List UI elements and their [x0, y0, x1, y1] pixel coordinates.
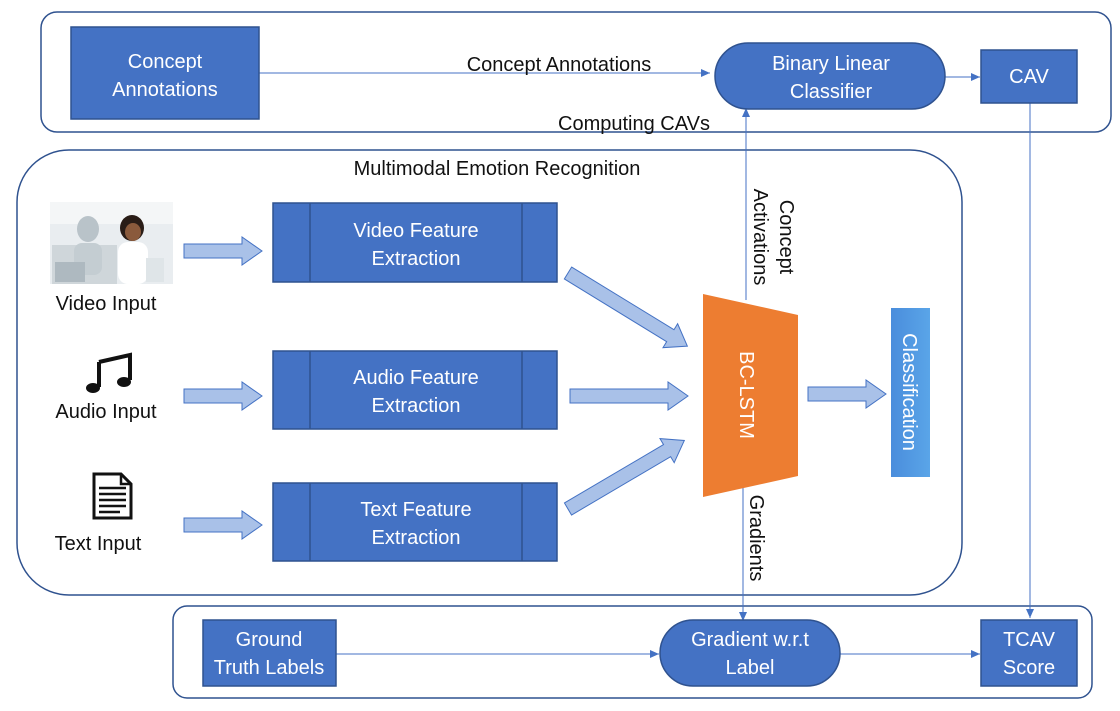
bottom-panel	[172, 605, 1093, 699]
gradients-label: Gradients	[745, 495, 767, 582]
tcav-line2: Score	[1003, 657, 1055, 679]
audio-input-label: Audio Input	[55, 401, 157, 423]
middle-panel	[16, 149, 963, 596]
binary-linear-classifier	[714, 42, 946, 110]
binary-classifier-line1: Binary Linear	[772, 53, 890, 75]
music-note-icon	[86, 352, 132, 393]
video-feature-line1: Video Feature	[353, 220, 478, 242]
video-thumbnail-icon	[50, 202, 173, 284]
concept-annotations-box-line1: Concept	[128, 51, 203, 73]
concept-activations-line1: Concept	[775, 200, 797, 275]
audio-feature-line2: Extraction	[372, 395, 461, 417]
audio-to-model-arrow	[569, 381, 689, 411]
bc-lstm-label: BC-LSTM	[735, 351, 757, 439]
ground-truth-line2: Truth Labels	[214, 657, 324, 679]
classification-label: Classification	[898, 333, 920, 451]
top-panel	[40, 11, 1112, 133]
tcav-score-box	[980, 619, 1078, 687]
text-input-arrow	[183, 510, 263, 540]
text-feature-line2: Extraction	[372, 527, 461, 549]
tcav-line1: TCAV	[1003, 629, 1056, 651]
video-feature-extraction	[272, 202, 558, 283]
ground-truth-line1: Ground	[236, 629, 303, 651]
video-feature-line2: Extraction	[372, 248, 461, 270]
concept-annotations-box-line2: Annotations	[112, 79, 218, 101]
audio-feature-extraction	[272, 350, 558, 430]
video-to-model-arrow	[563, 266, 689, 349]
binary-classifier-line2: Classifier	[790, 81, 873, 103]
ground-truth-box	[202, 619, 337, 687]
video-input-arrow	[183, 236, 263, 266]
text-to-model-arrow	[563, 437, 686, 516]
classification-box	[891, 308, 930, 477]
concept-annotations-edge-label: Concept Annotations	[467, 54, 652, 76]
document-icon	[92, 472, 133, 520]
cav-label: CAV	[1009, 66, 1049, 88]
bc-lstm-block	[703, 294, 798, 497]
text-feature-extraction	[272, 482, 558, 562]
video-input-label: Video Input	[56, 293, 157, 315]
model-to-classification-arrow	[807, 379, 887, 409]
gradient-wrt-label-box	[659, 619, 841, 687]
gradient-wrt-line2: Label	[726, 657, 775, 679]
text-feature-line1: Text Feature	[360, 499, 471, 521]
audio-feature-line1: Audio Feature	[353, 367, 479, 389]
concept-annotations-box	[70, 26, 260, 120]
concept-activations-line2: Activations	[749, 189, 771, 286]
computing-cavs-label: Computing CAVs	[558, 113, 710, 135]
audio-input-arrow	[183, 381, 263, 411]
middle-panel-title: Multimodal Emotion Recognition	[354, 158, 641, 180]
cav-box	[980, 49, 1078, 104]
gradient-wrt-line1: Gradient w.r.t	[691, 629, 809, 651]
text-input-label: Text Input	[55, 533, 142, 555]
